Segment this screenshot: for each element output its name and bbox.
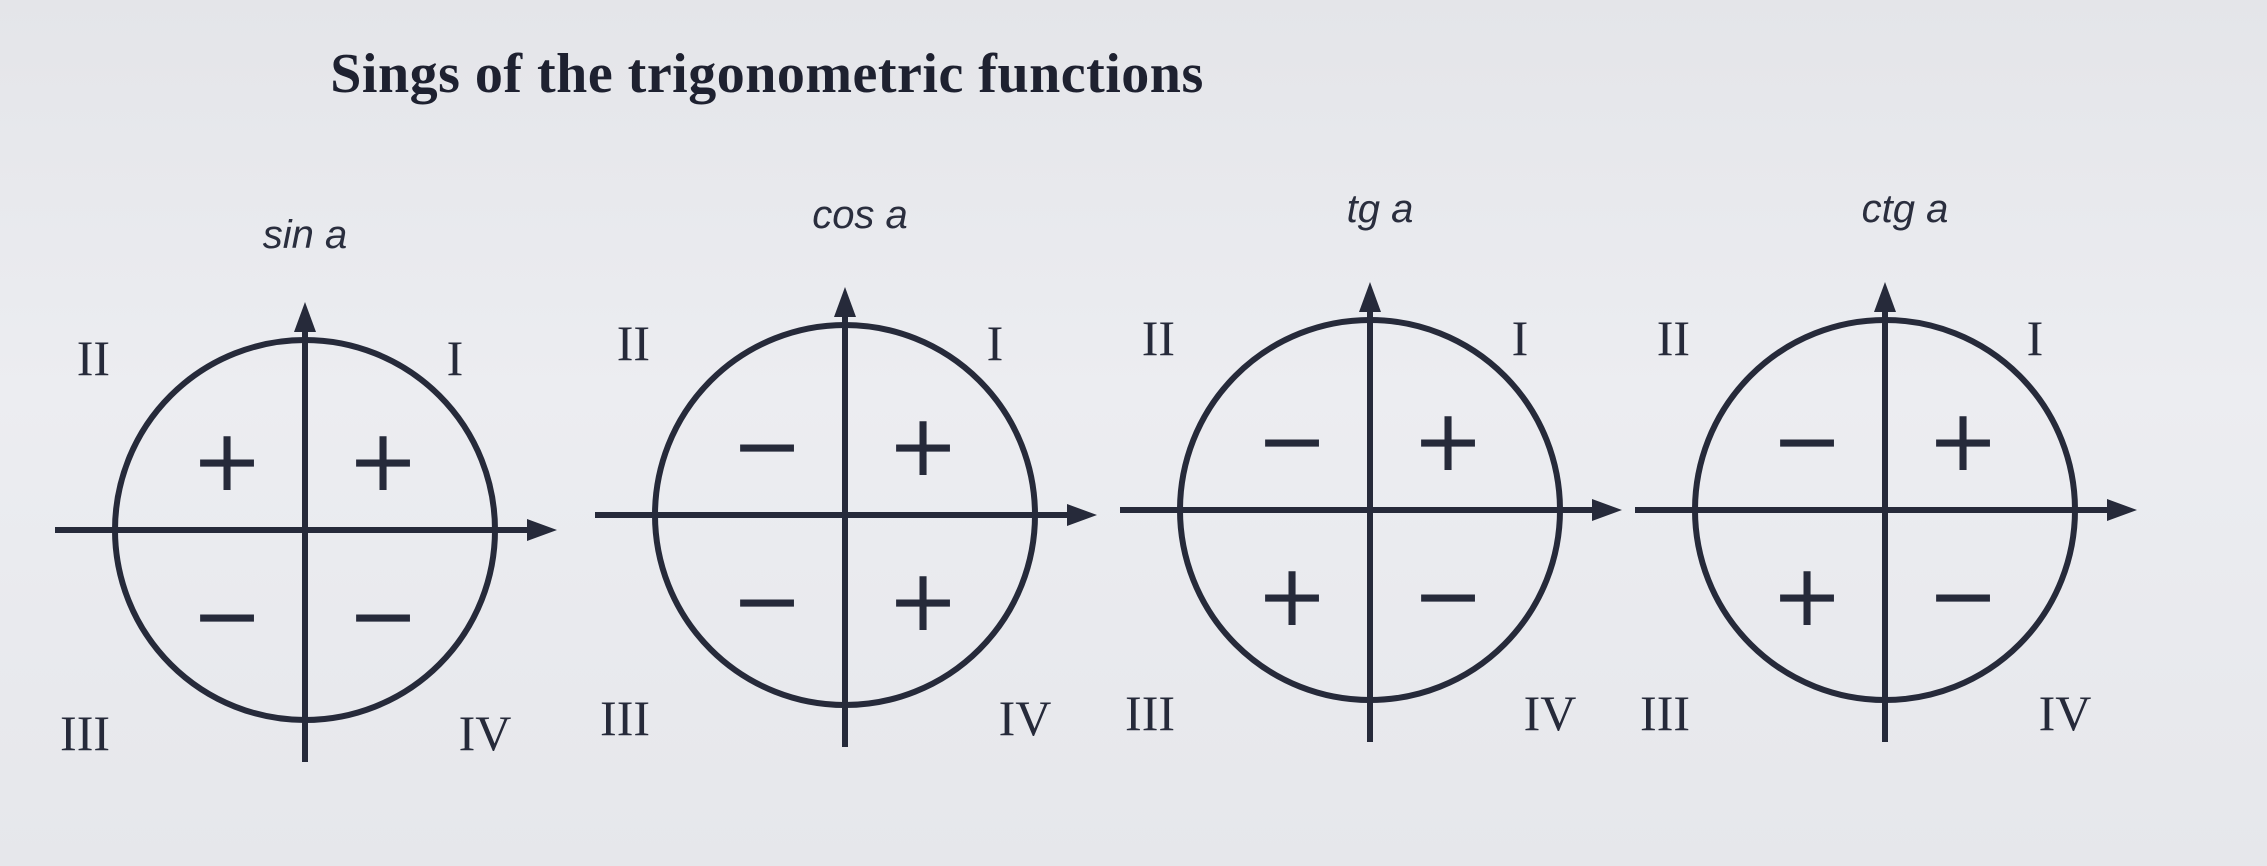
quadrant-label-IV: IV	[999, 690, 1052, 746]
sign-tg-quadrant-IV: −	[1412, 546, 1484, 646]
x-axis-arrow-icon	[527, 519, 557, 541]
quadrant-label-I: I	[987, 315, 1004, 371]
sign-ctg-quadrant-IV: −	[1927, 546, 1999, 646]
y-axis-arrow-icon	[834, 287, 856, 317]
sign-sin-quadrant-I: +	[347, 411, 419, 511]
quadrant-label-IV: IV	[2039, 685, 2092, 741]
sign-cos-quadrant-II: −	[731, 396, 803, 496]
x-axis-arrow-icon	[1067, 504, 1097, 526]
function-label-tg: tg a	[1347, 187, 1414, 231]
sign-ctg-quadrant-I: +	[1927, 391, 1999, 491]
quadrant-label-II: II	[1657, 310, 1690, 366]
quadrant-label-III: III	[1640, 685, 1690, 741]
quadrant-label-II: II	[617, 315, 650, 371]
x-axis-arrow-icon	[2107, 499, 2137, 521]
quadrant-label-I: I	[1512, 310, 1529, 366]
quadrant-label-II: II	[77, 330, 110, 386]
sign-cos-quadrant-III: −	[731, 551, 803, 651]
sign-sin-quadrant-II: +	[191, 411, 263, 511]
sign-tg-quadrant-III: +	[1256, 546, 1328, 646]
y-axis-arrow-icon	[1359, 282, 1381, 312]
sign-ctg-quadrant-III: +	[1771, 546, 1843, 646]
quadrant-label-II: II	[1142, 310, 1175, 366]
sign-sin-quadrant-IV: −	[347, 566, 419, 666]
y-axis-arrow-icon	[294, 302, 316, 332]
quadrant-label-I: I	[2027, 310, 2044, 366]
sign-tg-quadrant-II: −	[1256, 391, 1328, 491]
quadrant-label-I: I	[447, 330, 464, 386]
sign-tg-quadrant-I: +	[1412, 391, 1484, 491]
y-axis-arrow-icon	[1874, 282, 1896, 312]
quadrant-label-IV: IV	[1524, 685, 1577, 741]
sign-cos-quadrant-IV: +	[887, 551, 959, 651]
quadrant-label-III: III	[600, 690, 650, 746]
function-label-ctg: ctg a	[1862, 187, 1949, 231]
function-label-sin: sin a	[263, 213, 348, 257]
quadrant-label-III: III	[60, 705, 110, 761]
function-label-cos: cos a	[812, 193, 908, 237]
quadrant-label-III: III	[1125, 685, 1175, 741]
quadrant-label-IV: IV	[459, 705, 512, 761]
sign-ctg-quadrant-II: −	[1771, 391, 1843, 491]
x-axis-arrow-icon	[1592, 499, 1622, 521]
sign-sin-quadrant-III: −	[191, 566, 263, 666]
sign-cos-quadrant-I: +	[887, 396, 959, 496]
page-title: Sings of the trigonometric functions	[330, 43, 1204, 105]
